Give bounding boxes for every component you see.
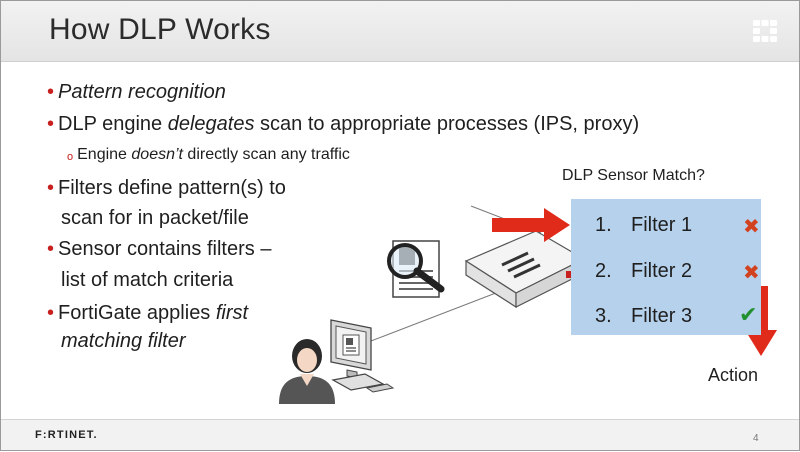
bullet-continuation: matching filter xyxy=(61,330,186,353)
sub-bullet-marker: o xyxy=(67,151,74,163)
bullet-text: list of match criteria xyxy=(61,269,234,291)
bullet-text: FortiGate applies xyxy=(58,302,216,324)
filter-row: 2. Filter 2 ✖ xyxy=(595,260,760,284)
bullet-text: Filters define pattern(s) to xyxy=(58,177,286,199)
filter-number: 1. xyxy=(595,214,612,236)
check-mark-icon: ✔ xyxy=(739,302,758,327)
arrow-right-icon xyxy=(492,208,570,242)
bullet-text: directly scan any traffic xyxy=(182,146,350,163)
footer-divider xyxy=(1,419,799,420)
bullet-text: doesn’t xyxy=(131,146,183,163)
bullet-text: DLP engine xyxy=(58,113,168,135)
bullet-continuation: list of match criteria xyxy=(61,269,233,292)
bullet-text: scan for in packet/file xyxy=(61,207,249,229)
bullet-text: Sensor contains filters – xyxy=(58,238,272,260)
title-bar: How DLP Works xyxy=(1,1,799,62)
footer xyxy=(1,420,799,450)
user-avatar-icon xyxy=(279,339,335,404)
firewall-appliance-icon xyxy=(464,230,586,309)
bullet-marker: • xyxy=(47,113,55,135)
bullet-marker: • xyxy=(47,81,55,103)
bullet-continuation: scan for in packet/file xyxy=(61,207,249,230)
filter-list: 1. Filter 1 ✖ 2. Filter 2 ✖ 3. Filter 3 ✔ xyxy=(571,199,761,335)
bullet-text: first xyxy=(215,302,249,324)
action-label: Action xyxy=(708,365,759,385)
filter-number: 2. xyxy=(595,260,612,282)
bullet-marker: • xyxy=(47,238,55,260)
bullet-item: •Filters define pattern(s) to xyxy=(47,177,286,200)
fortinet-logo-icon xyxy=(753,20,777,42)
bullet-text: delegates xyxy=(167,113,255,135)
computer-icon xyxy=(330,319,395,393)
document-magnifier-icon xyxy=(387,240,445,298)
filter-number: 3. xyxy=(595,305,612,327)
filter-label: Filter 1 xyxy=(631,214,693,236)
filter-row: 1. Filter 1 ✖ xyxy=(595,214,760,238)
sensor-title: DLP Sensor Match? xyxy=(562,167,705,184)
x-mark-icon: ✖ xyxy=(743,216,760,238)
page-number: 4 xyxy=(753,433,759,444)
fortinet-brand-logo: F:RTINET. xyxy=(35,429,98,441)
bullet-item: •FortiGate applies first xyxy=(47,302,248,325)
bullet-text: matching filter xyxy=(61,330,186,352)
bullet-text: Pattern recognition xyxy=(58,81,226,103)
bullet-item: •Sensor contains filters – xyxy=(47,238,271,261)
bullet-item: •Pattern recognition xyxy=(47,81,226,104)
bullet-item: •DLP engine delegates scan to appropriat… xyxy=(47,113,639,136)
filter-label: Filter 3 xyxy=(631,305,693,327)
filter-label: Filter 2 xyxy=(631,260,693,282)
slide-title: How DLP Works xyxy=(49,13,271,46)
bullet-marker: • xyxy=(47,177,55,199)
x-mark-icon: ✖ xyxy=(743,262,760,284)
bullet-text: Engine xyxy=(77,146,132,163)
bullet-text: scan to appropriate processes (IPS, prox… xyxy=(254,113,640,135)
arrow-down-icon xyxy=(745,286,777,356)
filter-row: 3. Filter 3 ✔ xyxy=(595,302,757,328)
bullet-marker: • xyxy=(47,302,55,324)
